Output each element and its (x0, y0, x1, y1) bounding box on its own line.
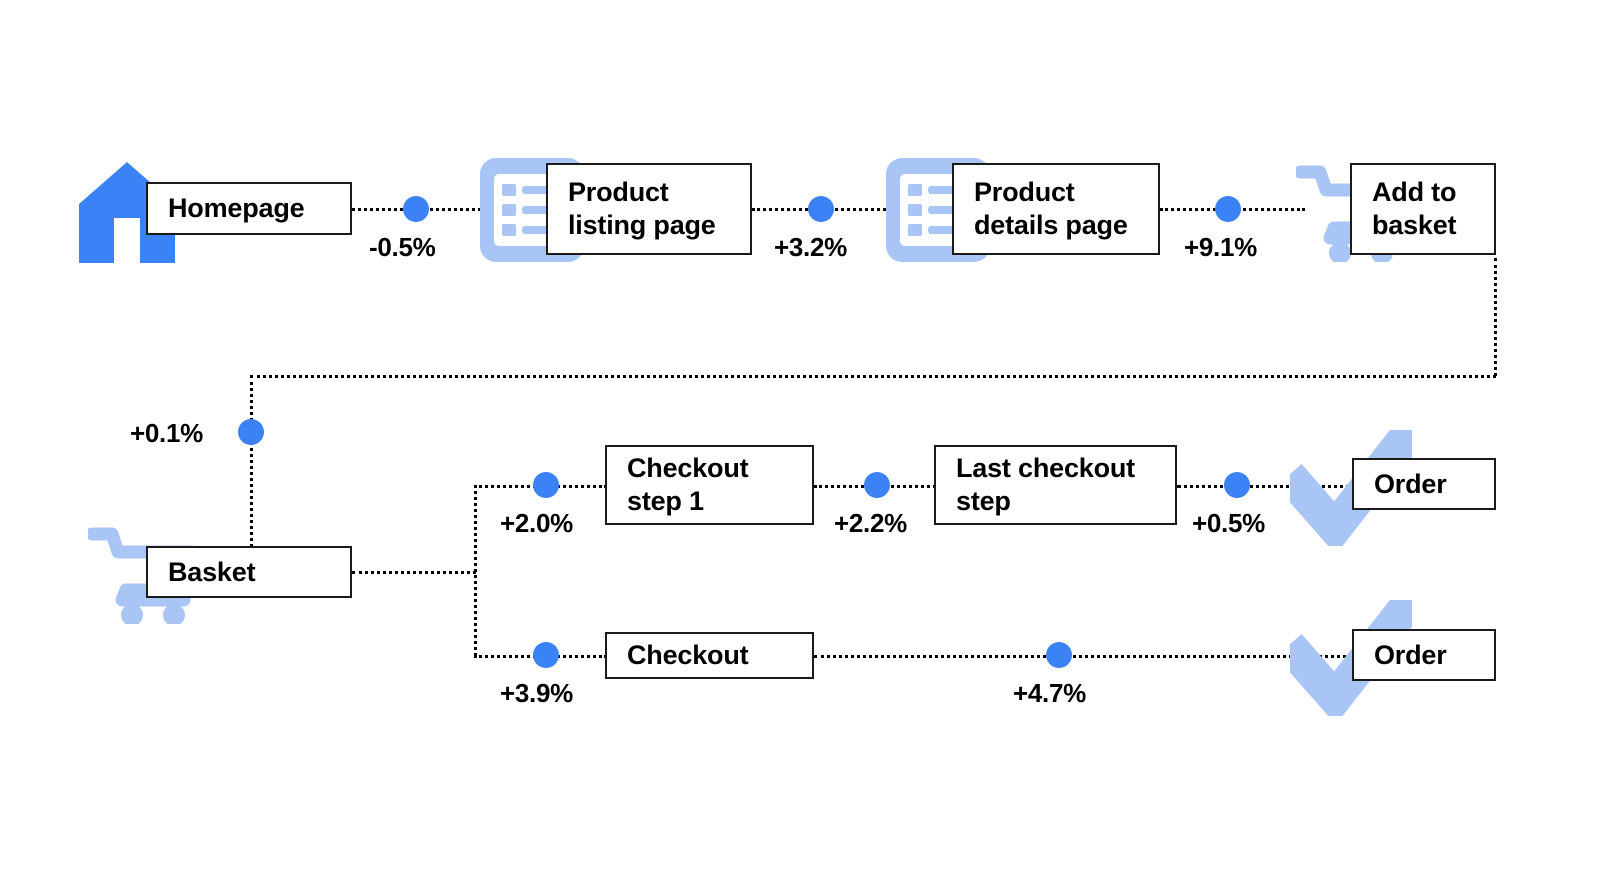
node-label: Product listing page (568, 177, 716, 240)
transition-dot-checkout-order[interactable] (1046, 642, 1072, 668)
node-homepage[interactable]: Homepage (146, 182, 352, 235)
transition-delta-product-listing-product-details: +3.2% (774, 232, 847, 262)
node-label: Product details page (974, 177, 1128, 240)
connector-add-to-basket-down (1494, 258, 1497, 376)
node-label: Homepage (168, 193, 305, 224)
transition-dot-product-listing-product-details[interactable] (808, 196, 834, 222)
node-label: Checkout step 1 (627, 453, 749, 516)
node-label: Basket (168, 556, 256, 587)
node-basket[interactable]: Basket (146, 546, 352, 598)
connector-down-to-basket (250, 375, 253, 547)
node-checkout[interactable]: Checkout (605, 632, 814, 679)
transition-delta-add-to-basket-basket: +0.1% (130, 418, 203, 448)
connector-last-checkout-to-order (1177, 485, 1357, 488)
node-order-top[interactable]: Order (1352, 458, 1496, 510)
node-checkout-step-1[interactable]: Checkout step 1 (605, 445, 814, 525)
node-label: Checkout (627, 640, 749, 671)
transition-dot-basket-checkout[interactable] (533, 642, 559, 668)
transition-dot-basket-checkout-step-1[interactable] (533, 472, 559, 498)
node-product-details[interactable]: Product details page (952, 163, 1160, 255)
node-last-checkout-step[interactable]: Last checkout step (934, 445, 1177, 525)
node-add-to-basket[interactable]: Add to basket (1350, 163, 1496, 255)
connector-checkout-to-order (814, 655, 1359, 658)
transition-delta-checkout-order: +4.7% (1013, 678, 1086, 708)
transition-delta-basket-checkout: +3.9% (500, 678, 573, 708)
transition-dot-homepage-product-listing[interactable] (403, 196, 429, 222)
node-product-listing[interactable]: Product listing page (546, 163, 752, 255)
node-label: Last checkout step (956, 453, 1135, 516)
transition-dot-last-checkout-order[interactable] (1224, 472, 1250, 498)
transition-delta-homepage-product-listing: -0.5% (369, 232, 436, 262)
transition-delta-last-checkout-order: +0.5% (1192, 508, 1265, 538)
transition-delta-product-details-add-to-basket: +9.1% (1184, 232, 1257, 262)
connector-branch-vertical (474, 485, 477, 656)
connector-basket-to-branch (352, 571, 476, 574)
node-label: Order (1374, 468, 1447, 499)
transition-delta-checkout-step-1-last-checkout: +2.2% (834, 508, 907, 538)
transition-dot-add-to-basket-basket[interactable] (238, 419, 264, 445)
node-label: Add to basket (1372, 177, 1457, 240)
transition-delta-basket-checkout-step-1: +2.0% (500, 508, 573, 538)
transition-dot-checkout-step-1-last-checkout[interactable] (864, 472, 890, 498)
transition-dot-product-details-add-to-basket[interactable] (1215, 196, 1241, 222)
connector-add-to-basket-left (250, 375, 1496, 378)
node-order-bottom[interactable]: Order (1352, 629, 1496, 681)
node-label: Order (1374, 639, 1447, 670)
